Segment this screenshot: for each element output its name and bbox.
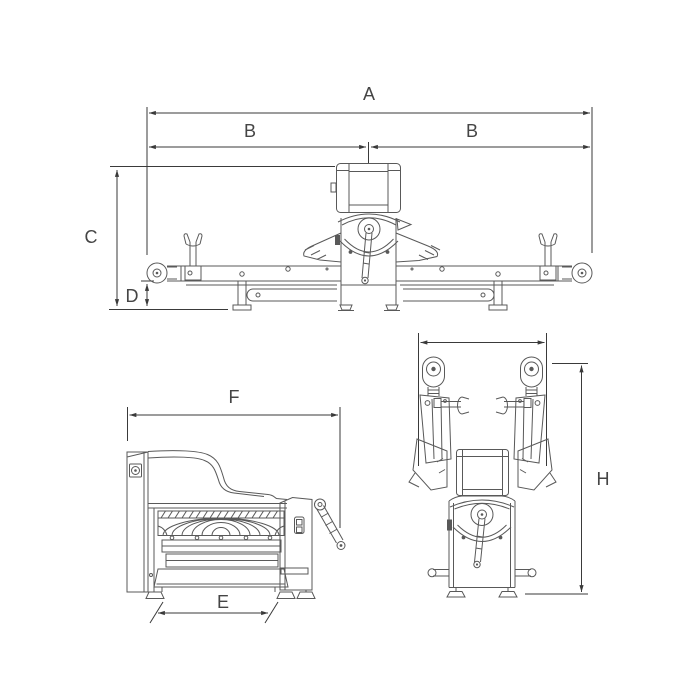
front-view-machine xyxy=(146,163,593,311)
left-fork-bolt xyxy=(187,270,193,276)
dim-label-h: H xyxy=(597,469,610,489)
side-view: F E xyxy=(126,387,346,624)
knob xyxy=(131,466,140,475)
handle-arm-folded xyxy=(474,518,486,563)
shelf-bar xyxy=(280,567,309,575)
back-panel xyxy=(126,451,149,593)
fan-scroll-plate xyxy=(157,517,285,536)
power-switch xyxy=(335,235,340,245)
side-view-machine xyxy=(126,450,346,599)
crank-handle xyxy=(314,498,346,550)
left-fork-hook xyxy=(433,396,470,415)
left-folded-arm xyxy=(419,356,470,464)
right-scrap-tray xyxy=(395,218,441,263)
left-scrap-tray xyxy=(303,232,342,263)
hood-cover xyxy=(147,450,288,500)
front-view: A B B C D xyxy=(85,84,593,311)
body-feet-folded xyxy=(446,587,518,598)
dim-label-f: F xyxy=(229,387,240,407)
right-fork-bolt xyxy=(543,270,549,276)
knob-plate xyxy=(129,463,142,478)
right-wing-plate xyxy=(517,438,557,491)
conveyor-belts xyxy=(161,539,282,568)
side-feet xyxy=(145,587,316,599)
dome-cover-folded xyxy=(449,499,515,510)
left-wing-plate xyxy=(408,438,448,491)
body-feet xyxy=(338,304,400,311)
right-under-rail xyxy=(403,288,495,302)
right-folded-arm xyxy=(495,356,546,464)
dim-label-b-left: B xyxy=(244,121,256,141)
roller-ends xyxy=(169,535,273,541)
lower-tray xyxy=(153,568,289,588)
right-fork-hook xyxy=(495,396,532,415)
left-fork-support xyxy=(183,233,203,281)
power-switch-folded xyxy=(447,519,452,531)
side-rods xyxy=(433,569,531,577)
control-panel xyxy=(294,516,305,534)
folded-view-dimensions: H xyxy=(418,333,610,595)
dim-label-e: E xyxy=(217,592,229,612)
right-column xyxy=(279,496,313,591)
left-leg xyxy=(232,281,252,311)
handle-end xyxy=(361,276,369,285)
body-column xyxy=(340,218,397,305)
hood-latch xyxy=(330,182,337,193)
flywheel-folded xyxy=(470,503,494,526)
conveyor-table xyxy=(167,265,572,286)
dim-label-b-right: B xyxy=(466,121,478,141)
left-roller xyxy=(146,262,168,284)
roller-curtain xyxy=(157,510,285,519)
table-bolts xyxy=(239,266,501,277)
front-upright xyxy=(147,508,155,592)
head-hood xyxy=(330,163,401,213)
control-button-top xyxy=(296,519,303,526)
front-view-dimensions: A B B C D xyxy=(85,84,593,310)
handle-end-folded xyxy=(473,560,481,569)
table-edge xyxy=(148,503,287,509)
dim-e-tick-left xyxy=(149,601,164,624)
dim-label-d: D xyxy=(126,286,139,306)
folded-view: H xyxy=(408,333,610,598)
flywheel xyxy=(357,217,381,241)
right-roller xyxy=(571,262,593,284)
dim-label-a: A xyxy=(363,84,375,104)
folded-view-machine xyxy=(408,356,557,598)
control-button-bottom xyxy=(296,526,303,533)
body-column-folded xyxy=(448,495,516,588)
speed-guard-arc xyxy=(339,238,399,257)
right-fork-support xyxy=(538,233,558,281)
left-under-rail xyxy=(246,288,337,302)
dome-cover xyxy=(337,213,401,226)
dim-e-tick-right xyxy=(264,601,279,624)
dim-label-c: C xyxy=(85,227,98,247)
head-hood-folded xyxy=(456,449,509,496)
side-view-dimensions: F E xyxy=(127,387,341,624)
speed-guard-arc-folded xyxy=(452,524,512,542)
